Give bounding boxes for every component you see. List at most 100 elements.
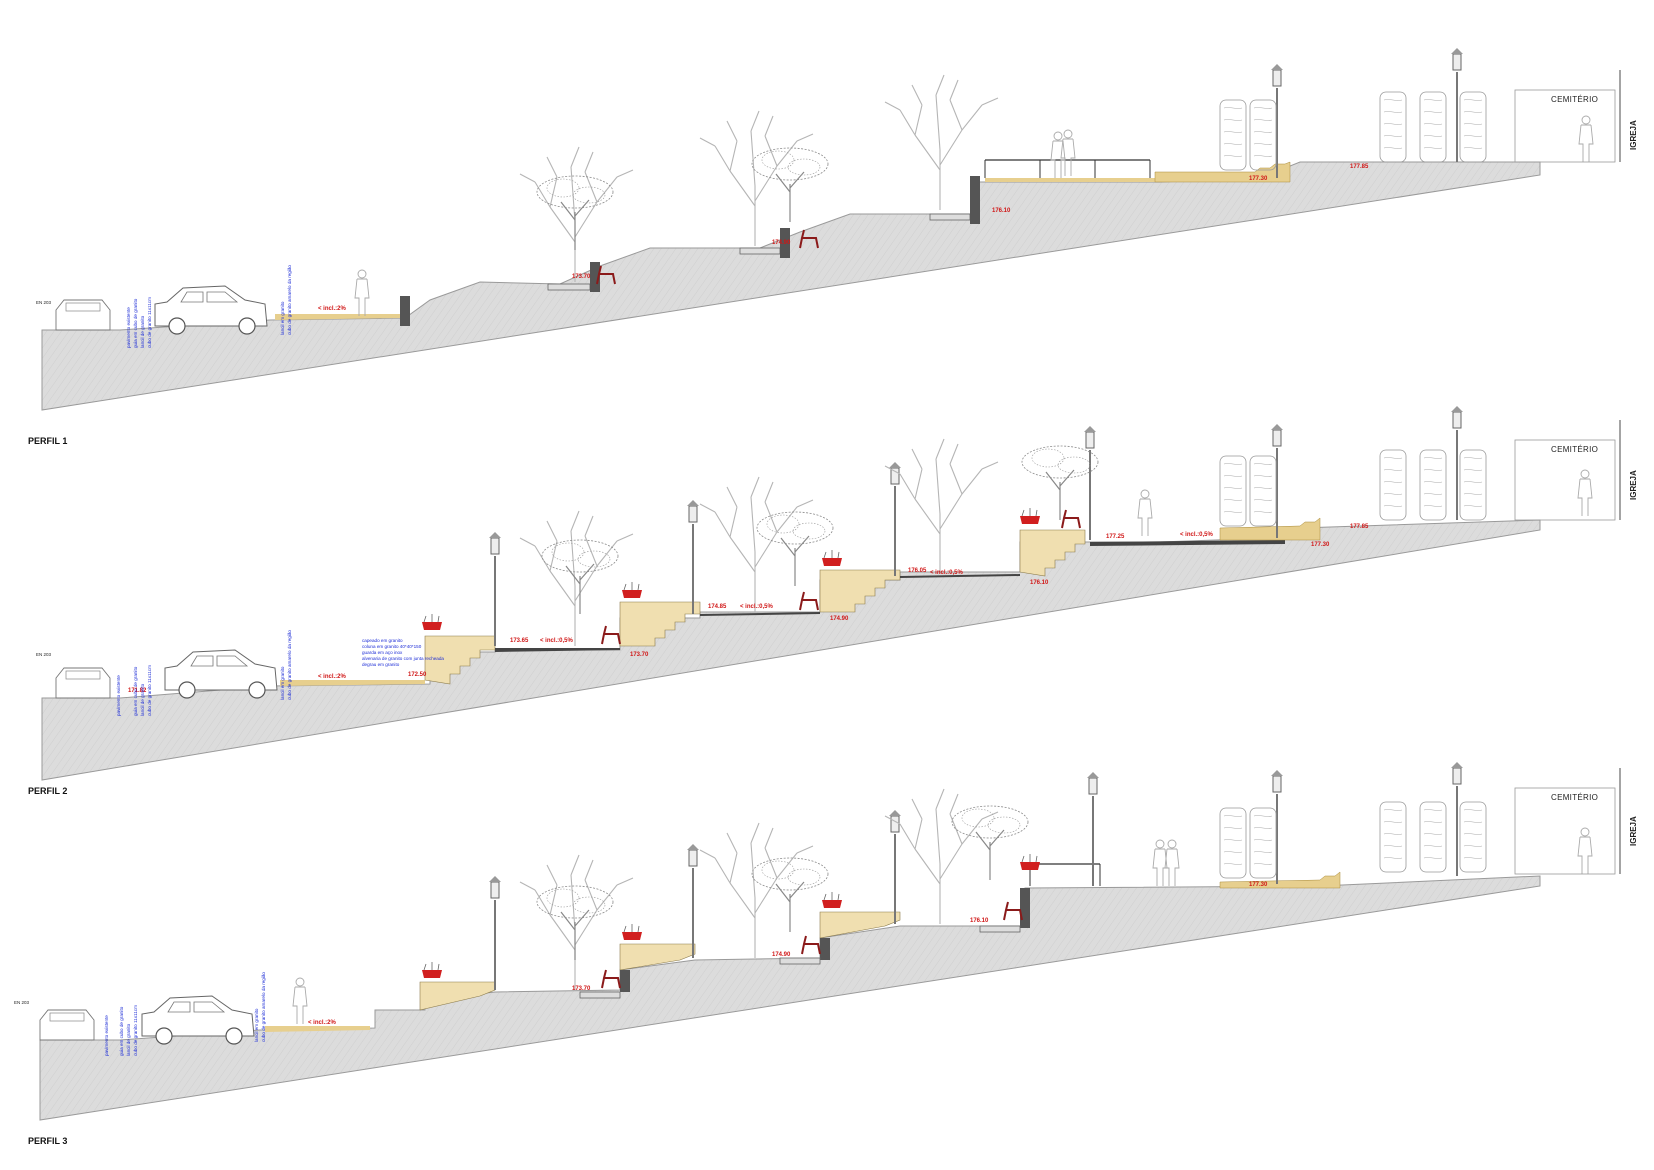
paving-strip xyxy=(900,574,1020,578)
paving-strip xyxy=(265,1026,370,1032)
elevation-label: 172.50 xyxy=(408,672,427,678)
elevation-label: 177.30 xyxy=(1311,542,1330,548)
steps xyxy=(1219,871,1341,889)
elevation-label: 174.90 xyxy=(772,240,791,246)
paving-strip xyxy=(985,178,1155,182)
retaining-wall xyxy=(970,176,980,224)
paving-strip xyxy=(1090,540,1285,546)
bench-plinth xyxy=(979,925,1021,933)
svg-text:capeado em granito: capeado em granito xyxy=(362,638,403,643)
ground-section xyxy=(39,875,1541,1121)
svg-text:coluna em granito 40*40*150: coluna em granito 40*40*150 xyxy=(362,644,422,649)
slope-label: < incl.:0,5% xyxy=(1180,532,1214,538)
stone-wall xyxy=(1019,529,1086,577)
elevation-label: 176.10 xyxy=(992,208,1011,214)
construction-notes: pavimento existente guia em cubo de gran… xyxy=(116,630,292,716)
church-label: IGREJA xyxy=(1629,816,1638,846)
svg-text:cubo de granito amarelo da reg: cubo de granito amarelo da região xyxy=(287,630,292,700)
bench-plinth xyxy=(547,283,591,291)
elevation-label: 176.10 xyxy=(1030,580,1049,586)
guardrail-posts xyxy=(984,160,1151,178)
cemetery-building xyxy=(1514,787,1616,875)
profile-3: CEMITÉRIO IGREJA EN 203 PERFIL 3 < incl.… xyxy=(14,761,1638,1146)
profile-title: PERFIL 3 xyxy=(28,1136,67,1146)
stone-wall xyxy=(619,943,696,971)
svg-text:cubo de granito 11x11cm: cubo de granito 11x11cm xyxy=(133,1005,138,1056)
svg-text:lancil de granito: lancil de granito xyxy=(140,315,145,348)
profile-title: PERFIL 2 xyxy=(28,786,67,796)
cemetery-label: CEMITÉRIO xyxy=(1551,445,1598,454)
svg-text:guarda em aço inox: guarda em aço inox xyxy=(362,650,403,655)
paving-strip xyxy=(280,680,425,686)
church-label: IGREJA xyxy=(1629,470,1638,500)
cemetery-building xyxy=(1514,439,1616,521)
elevation-label: 177.30 xyxy=(1249,882,1268,888)
cemetery-label: CEMITÉRIO xyxy=(1551,793,1598,802)
svg-text:lancil em granito: lancil em granito xyxy=(280,301,285,335)
slope-label: < incl.:0,5% xyxy=(930,570,964,576)
svg-text:lancil em granito: lancil em granito xyxy=(254,1008,259,1042)
svg-text:cubo de granito 11x11cm: cubo de granito 11x11cm xyxy=(147,665,152,716)
paving-strip xyxy=(495,648,620,652)
elevation-label: 174.90 xyxy=(772,952,791,958)
ground-section xyxy=(41,161,1541,411)
elevation-label: 171.82 xyxy=(128,688,147,694)
steps xyxy=(1219,517,1321,541)
svg-text:lancil de granito: lancil de granito xyxy=(126,1023,131,1056)
construction-notes: pavimento existente guia em cubo de gran… xyxy=(126,265,292,348)
svg-text:cubo de granito amarelo da reg: cubo de granito amarelo da região xyxy=(287,265,292,335)
elevation-label: 173.65 xyxy=(510,638,529,644)
profile-1: CEMITÉRIO IGREJA EN 203 PERFIL 1 < incl.… xyxy=(28,47,1638,446)
svg-text:pavimento existente: pavimento existente xyxy=(104,1015,109,1056)
elevation-label: 173.70 xyxy=(572,986,591,992)
svg-text:alvenaria de granito com junta: alvenaria de granito com junta recheada xyxy=(362,656,444,661)
stone-wall xyxy=(819,569,901,613)
wall-construction-notes: capeado em granito coluna em granito 40*… xyxy=(362,638,444,667)
svg-text:cubo de granito amarelo da reg: cubo de granito amarelo da região xyxy=(261,972,266,1042)
steps xyxy=(1154,161,1291,183)
svg-text:degrau em granito: degrau em granito xyxy=(362,662,400,667)
elevation-label: 177.30 xyxy=(1249,176,1268,182)
svg-text:guia em cubo de granito: guia em cubo de granito xyxy=(133,298,138,348)
elevation-label: 177.25 xyxy=(1106,534,1125,540)
cemetery-label: CEMITÉRIO xyxy=(1551,95,1598,104)
elevation-label: 173.70 xyxy=(572,274,591,280)
slope-label: < incl.:2% xyxy=(308,1020,337,1026)
slope-label: < incl.:2% xyxy=(318,306,347,312)
paving-strip xyxy=(275,314,400,320)
elevation-label: 176.10 xyxy=(970,918,989,924)
bench-plinth xyxy=(779,957,821,965)
elevation-label: 173.70 xyxy=(630,652,649,658)
ground-section xyxy=(41,519,1541,781)
guardrail-posts xyxy=(1029,864,1101,886)
elevation-label: 176.05 xyxy=(908,568,927,574)
bench-plinth xyxy=(579,991,621,999)
profile-title: PERFIL 1 xyxy=(28,436,67,446)
bench-plinth xyxy=(929,213,971,221)
slope-label: < incl.:2% xyxy=(318,674,347,680)
svg-text:guia em cubo de granito: guia em cubo de granito xyxy=(119,1006,124,1056)
retaining-wall xyxy=(780,228,790,258)
road-label: EN 203 xyxy=(36,652,52,657)
bench-plinth xyxy=(739,247,781,255)
road-label: EN 203 xyxy=(36,300,52,305)
elevation-label: 177.85 xyxy=(1350,164,1369,170)
road-label: EN 203 xyxy=(14,1000,30,1005)
elevation-label: 174.90 xyxy=(830,616,849,622)
slope-label: < incl.:0,5% xyxy=(740,604,774,610)
construction-notes: pavimento existente guia em cubo de gran… xyxy=(104,972,266,1056)
svg-text:lancil em granito: lancil em granito xyxy=(280,666,285,700)
retaining-wall xyxy=(820,938,830,960)
stone-wall xyxy=(619,601,701,647)
profile-2: CEMITÉRIO IGREJA EN 203 PERFIL 2 < incl.… xyxy=(28,405,1638,796)
elevation-label: 177.85 xyxy=(1350,524,1369,530)
svg-text:pavimento existente: pavimento existente xyxy=(116,675,121,716)
stone-wall xyxy=(819,911,901,939)
church-label: IGREJA xyxy=(1629,120,1638,150)
retaining-wall xyxy=(590,262,600,292)
svg-text:pavimento existente: pavimento existente xyxy=(126,307,131,348)
paving-strip xyxy=(700,612,820,616)
retaining-wall xyxy=(620,970,630,992)
elevation-label: 174.85 xyxy=(708,604,727,610)
